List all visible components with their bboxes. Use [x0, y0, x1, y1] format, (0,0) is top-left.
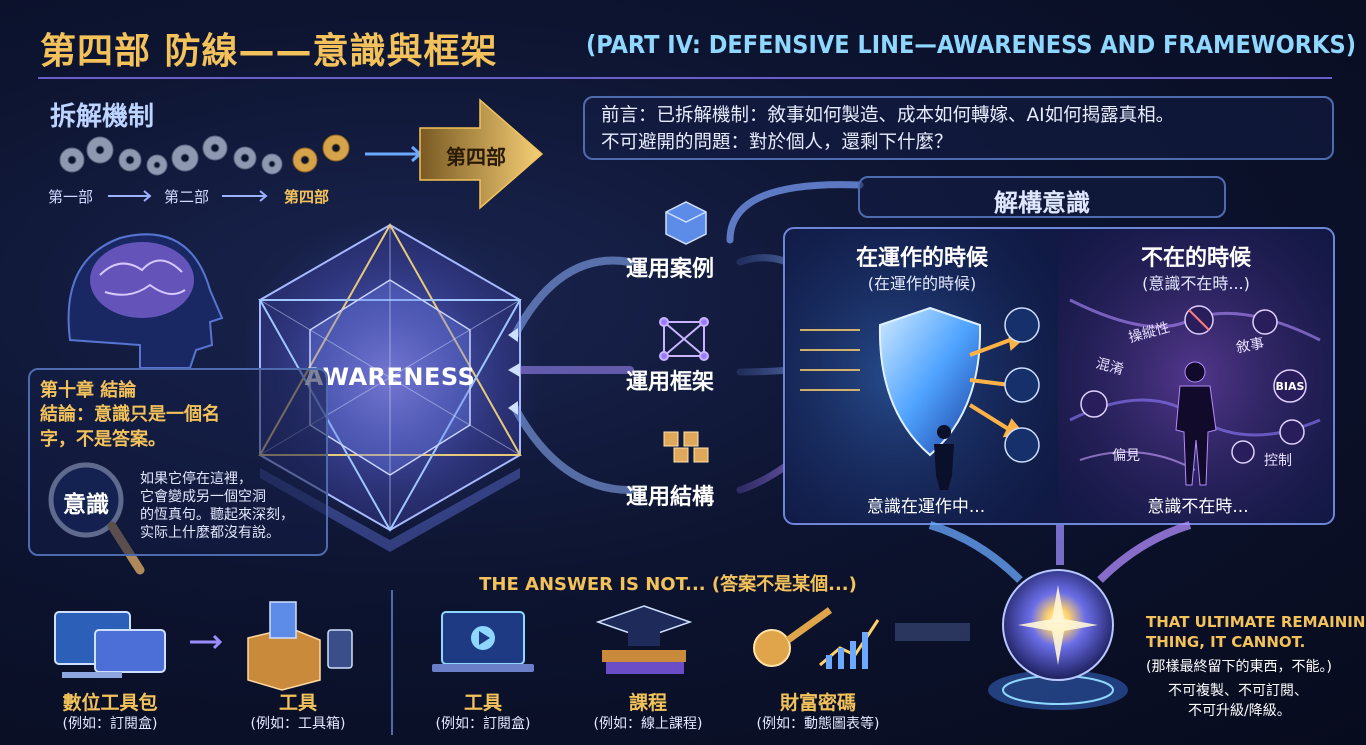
shield-icon: [878, 306, 982, 457]
page-title-english: (PART IV: DEFENSIVE LINE—AWARENESS AND F…: [586, 30, 1356, 59]
chapter-conclusion: 結論：意識只是一個名 字，不是答案。: [40, 402, 220, 452]
brain-icon: [67, 233, 224, 369]
intro-line-2: 不可避開的問題：對於個人，還剩下什麼？: [601, 132, 953, 153]
active-caption: 意識在運作中...: [866, 497, 986, 517]
part-four-arrow-label: 第四部: [446, 145, 506, 169]
note-line-1: 如果它停在這裡，: [140, 471, 252, 487]
note-line-4: 实际上什麼都沒有說。: [140, 525, 280, 541]
ultimate-line-5: 不可升級/降級。: [1188, 703, 1291, 719]
tag-prejudice: 偏見: [1112, 448, 1140, 464]
deconstruct-heading-box: [858, 176, 1226, 218]
apply-structure-label: 運用結構: [626, 485, 715, 510]
network-icon: [659, 317, 709, 361]
answer-is-not-heading: THE ANSWER IS NOT... (答案不是某個...): [479, 574, 857, 595]
box-icon: [665, 201, 707, 245]
toolkit-label: 數位工具包: [62, 692, 158, 714]
note-line-2: 它會變成另一個空洞: [140, 489, 266, 505]
chapter-panel: [28, 368, 328, 556]
apply-case-label: 運用案例: [626, 257, 715, 282]
conclusion-line-1: 結論：意識只是一個名: [40, 404, 220, 425]
toolbox-icon: [247, 601, 353, 691]
flow-arrow: [190, 634, 223, 650]
intro-panel: 前言：已拆解機制：敘事如何製造、成本如何轉嫁、AI如何揭露真相。 不可避開的問題…: [583, 96, 1334, 160]
ultimate-line-2: THING, IT CANNOT.: [1146, 633, 1306, 651]
ultimate-line-3: (那樣最終留下的東西，不能。): [1146, 659, 1332, 675]
orb-icon: [988, 569, 1128, 710]
absent-title: 不在的時候: [1140, 246, 1252, 271]
cubes-icon: [663, 431, 709, 463]
bias-badge: [1273, 369, 1307, 403]
graduation-cap-icon: [595, 605, 693, 674]
intro-line-1: 前言：已拆解機制：敘事如何製造、成本如何轉嫁、AI如何揭露真相。: [601, 105, 1175, 126]
course-item-example: (例如：線上課程): [593, 716, 703, 732]
active-scene: [800, 306, 1040, 490]
awareness-crystal: [235, 218, 545, 552]
wealth-item-example: (例如：動態圖表等): [756, 716, 880, 732]
tool-item-label: 工具: [463, 692, 503, 714]
active-title: 在運作的時候: [855, 246, 989, 271]
wealth-item-label: 財富密碼: [779, 692, 857, 714]
absent-caption: 意識不在時...: [1147, 497, 1249, 517]
tools-label: 工具: [278, 692, 318, 714]
conclusion-line-2: 字，不是答案。: [40, 429, 166, 450]
step-part-one: 第一部: [48, 188, 94, 206]
chapter-note: 如果它停在這裡， 它會變成另一個空洞 的恆真句。聽起來深刻， 实际上什麼都沒有說…: [140, 470, 294, 542]
tools-example: (例如：工具箱): [250, 716, 346, 732]
awareness-label: AWARENESS: [304, 363, 476, 391]
active-subtitle: (在運作的時候): [867, 274, 977, 293]
apply-framework-label: 運用框架: [626, 370, 715, 395]
gears-row: [59, 134, 423, 202]
note-line-3: 的恆真句。聽起來深刻，: [140, 507, 294, 523]
ultimate-line-1: THAT ULTIMATE REMAINING: [1146, 613, 1366, 631]
mechanism-heading: 拆解機制: [50, 102, 155, 132]
ultimate-text: THAT ULTIMATE REMAINING THING, IT CANNOT…: [1146, 612, 1366, 720]
tag-bias: BIAS: [1275, 380, 1305, 393]
orb-connectors: [895, 521, 1192, 641]
absent-scene: [1069, 298, 1321, 486]
step-part-four: 第四部: [284, 188, 330, 206]
laptop-icon: [432, 611, 534, 672]
person-icon: [1175, 361, 1217, 486]
magnifier-word: 意識: [63, 492, 109, 518]
key-icon: [753, 607, 880, 669]
ultimate-line-4: 不可複製、不可訂閱、: [1168, 683, 1308, 699]
gear-icon: [59, 135, 283, 176]
step-part-two: 第二部: [164, 188, 210, 206]
deconstruct-heading: 解構意識: [994, 189, 1090, 217]
page-title: 第四部 防線——意識與框架: [40, 31, 498, 72]
absent-subtitle: (意識不在時...): [1142, 274, 1250, 293]
part-four-arrow: [419, 98, 544, 210]
course-item-label: 課程: [628, 692, 668, 714]
toolkit-example: (例如：訂閱盒): [62, 716, 158, 732]
monitor-icon: [54, 611, 166, 678]
gear-icon: [292, 134, 350, 173]
tag-control: 控制: [1264, 453, 1292, 469]
tool-item-example: (例如：訂閱盒): [435, 716, 531, 732]
person-icon: [934, 425, 954, 490]
chapter-title: 第十章 結論: [40, 380, 137, 401]
